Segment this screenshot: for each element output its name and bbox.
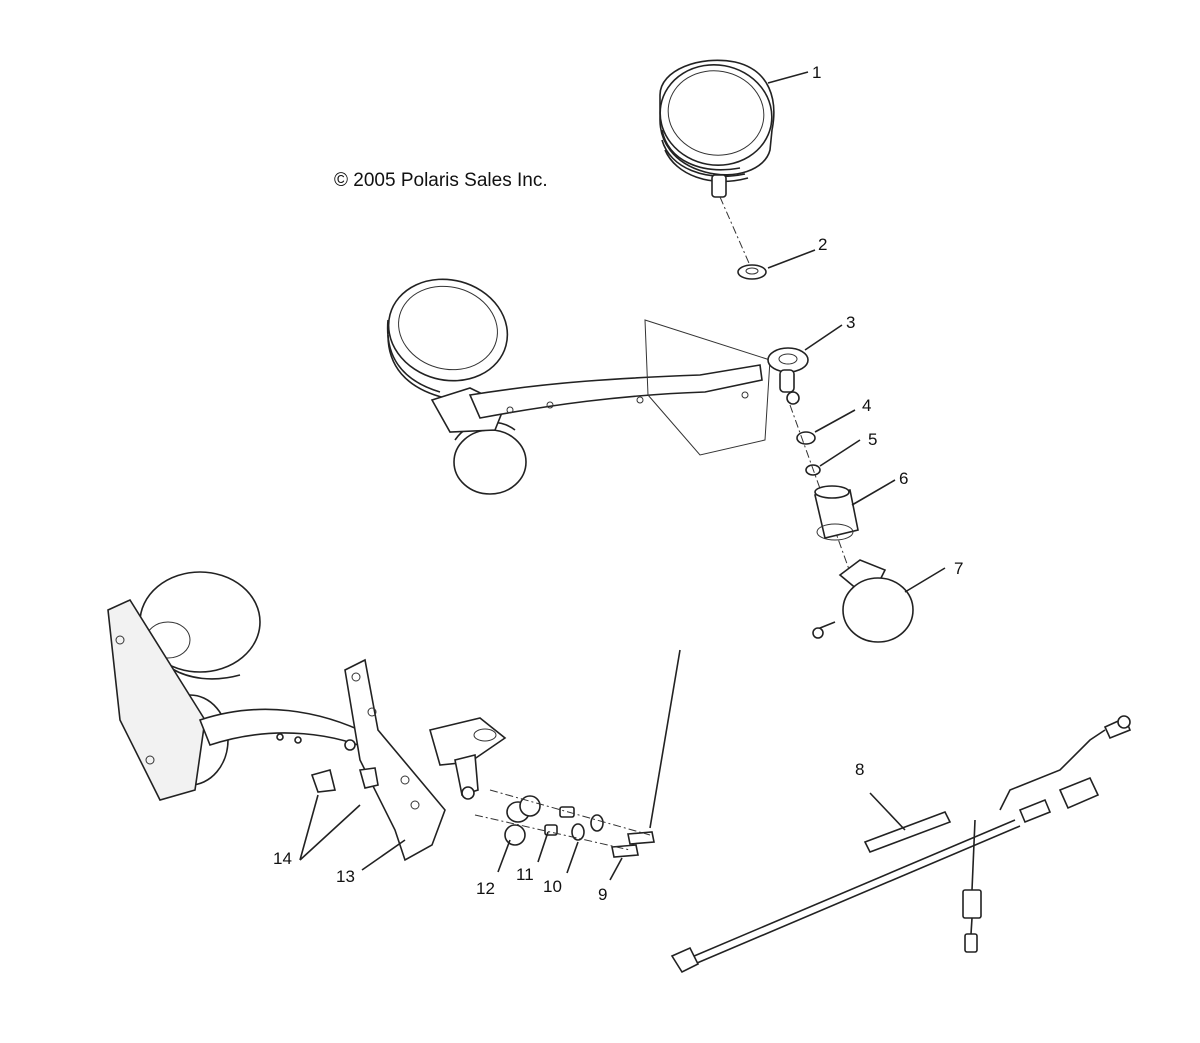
callout-6: 6: [899, 469, 909, 488]
washer-part-2: [737, 264, 767, 280]
hardware-stack: [474, 789, 655, 858]
headlamp-part-1: [659, 59, 775, 198]
washer-part-4: [796, 431, 816, 445]
callout-13: 13: [336, 867, 355, 886]
light-bar-assembly-middle: [386, 278, 809, 495]
callout-10: 10: [543, 877, 562, 896]
turn-signal-part-7: [812, 559, 914, 643]
callout-1: 1: [812, 63, 822, 82]
callout-4: 4: [862, 396, 872, 415]
copyright-notice: © 2005 Polaris Sales Inc.: [334, 170, 548, 191]
callout-7: 7: [954, 559, 964, 578]
callout-9: 9: [598, 885, 608, 904]
light-bar-assembly-lower: [107, 571, 507, 862]
wiring-harness-part-8: [670, 715, 1132, 974]
callout-2: 2: [818, 235, 828, 254]
callout-8: 8: [855, 760, 865, 779]
callout-14: 14: [273, 849, 292, 868]
housing-part-6: [814, 485, 859, 541]
callout-12: 12: [476, 879, 495, 898]
callout-3: 3: [846, 313, 856, 332]
callout-11: 11: [516, 865, 534, 884]
callout-5: 5: [868, 430, 878, 449]
